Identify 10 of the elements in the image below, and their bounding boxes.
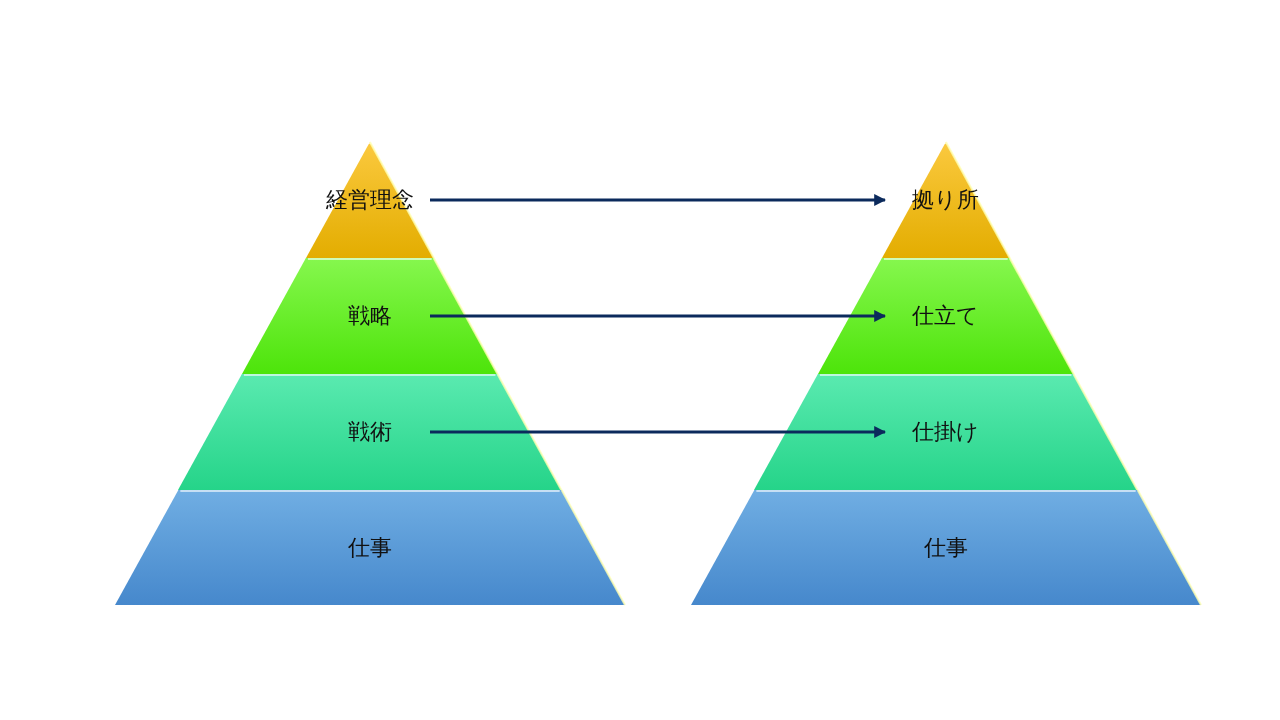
layer-label: 仕立て bbox=[912, 302, 980, 330]
layer-label: 仕事 bbox=[348, 533, 392, 562]
layer-label: 戦術 bbox=[348, 418, 392, 446]
layer-label: 拠り所 bbox=[912, 186, 980, 214]
arrow bbox=[430, 194, 887, 206]
layer-label: 戦略 bbox=[348, 302, 392, 330]
layer-label: 仕掛け bbox=[912, 418, 980, 446]
arrow bbox=[430, 310, 887, 322]
layer-label: 仕事 bbox=[924, 533, 968, 562]
arrow bbox=[430, 426, 887, 438]
